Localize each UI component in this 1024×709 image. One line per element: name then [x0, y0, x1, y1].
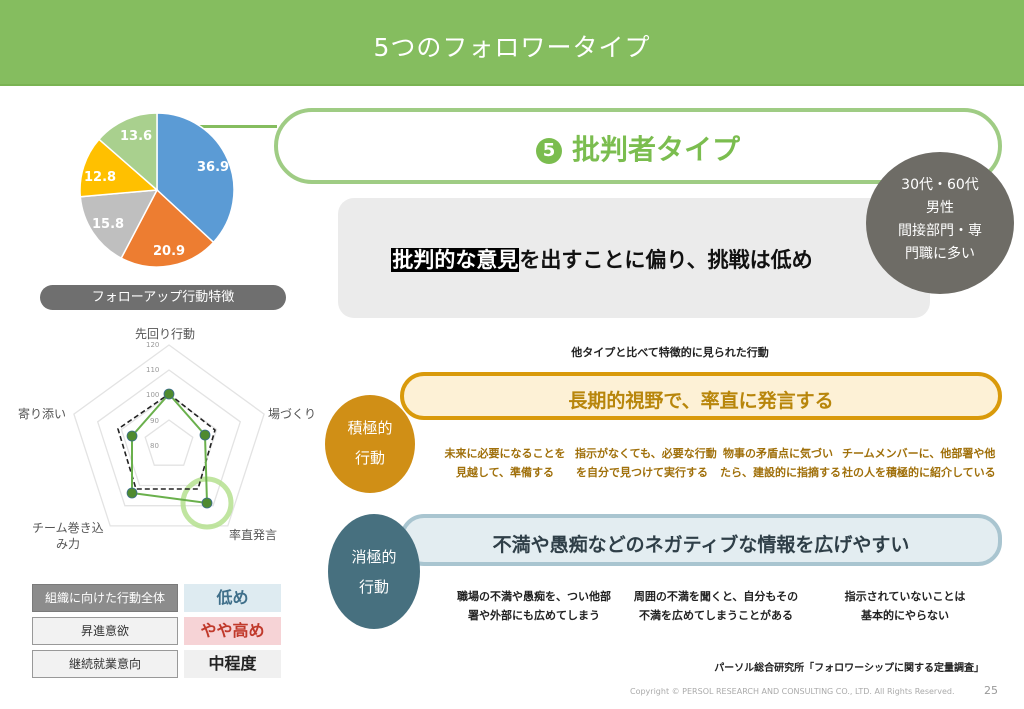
attribute-value-promotion: やや高め [184, 617, 281, 645]
attribute-value-overall: 低め [184, 584, 281, 612]
radar-axis-proactive: 先回り行動 [135, 327, 196, 341]
radar-marker [126, 430, 138, 442]
radar-ring-110 [96, 369, 242, 507]
summary-rest: を出すことに偏り、挑戦は低め [519, 248, 813, 272]
type-title-capsule: 5 批判者タイプ [274, 108, 1002, 184]
type-summary: 批判的な意見を出すことに偏り、挑戦は低め [338, 244, 866, 274]
radar-marker [126, 487, 138, 499]
data-source: パーソル総合研究所「フォロワーシップに関する定量調査」 [714, 663, 984, 674]
attribute-label-promotion: 昇進意欲 [32, 617, 178, 645]
slide-header: 5つのフォロワータイプ [0, 0, 1024, 86]
positive-item: 指示がなくても、必要な行動 を自分で見つけて実行する [575, 444, 717, 482]
radar-tick-80: 80 [150, 442, 159, 450]
demographic-line: 30代・60代 [901, 177, 979, 193]
demographics-badge: 30代・60代 男性 間接部門・専 門職に多い [866, 152, 1014, 294]
pie-value-blue: 36.9 [197, 160, 230, 175]
demographic-line: 門職に多い [905, 246, 975, 262]
positive-item: 物事の矛盾点に気づい たら、建設的に指摘する [720, 444, 841, 482]
attribute-label-retention: 継続就業意向 [32, 650, 178, 678]
item-line: 基本的にやらない [861, 609, 949, 622]
positive-headline: 長期的視野で、率直に発言する [568, 390, 834, 412]
demographic-line: 男性 [926, 200, 954, 216]
pie-value-gray: 15.8 [92, 217, 125, 232]
pie-value-yellow: 12.8 [84, 170, 117, 185]
type-title-text: 批判者タイプ [571, 133, 740, 166]
pie-value-green: 13.6 [120, 129, 153, 144]
badge-line: 積極的 [347, 419, 393, 437]
radar-marker [163, 388, 175, 400]
radar-series-average [117, 393, 216, 490]
slide-title: 5つのフォロワータイプ [373, 33, 651, 62]
followup-section-label: フォローアップ行動特徴 [40, 285, 286, 310]
positive-headline-band: 長期的視野で、率直に発言する [400, 372, 1002, 420]
summary-highlight: 批判的な意見 [391, 248, 520, 272]
page-number: 25 [984, 684, 998, 697]
radar-ring-120 [73, 344, 265, 527]
copyright: Copyright © PERSOL RESEARCH AND CONSULTI… [630, 687, 955, 696]
negative-headline-band: 不満や愚痴などのネガティブな情報を広げやすい [400, 514, 1002, 566]
item-line: 未来に必要になることを [444, 447, 566, 460]
radar-axis-team-involvement: チーム巻き込 [32, 521, 104, 535]
item-line: 職場の不満や愚痴を、つい他部 [457, 590, 611, 603]
item-line: チームメンバーに、他部署や他 [842, 447, 996, 460]
item-line: 指示がなくても、必要な行動 [575, 447, 717, 460]
radar-axis-team-involvement-2: み力 [56, 537, 81, 551]
positive-behavior-badge: 積極的 行動 [325, 395, 415, 493]
item-line: 署や外部にも広めてしまう [468, 609, 600, 622]
type-title: 5 批判者タイプ [278, 128, 998, 168]
pie-slice-green [97, 112, 158, 192]
demographic-line: 間接部門・専 [898, 223, 982, 239]
radar-series-type [131, 392, 209, 505]
type-summary-box: 批判的な意見を出すことに偏り、挑戦は低め [338, 198, 930, 318]
radar-ring-100 [120, 394, 218, 487]
radar-tick-110: 110 [146, 366, 160, 374]
pie-slice-yellow [79, 138, 159, 198]
negative-item: 職場の不満や愚痴を、つい他部 署や外部にも広めてしまう [448, 587, 620, 625]
badge-line: 行動 [354, 449, 385, 467]
attribute-value-retention: 中程度 [184, 650, 281, 678]
radar-ring-90 [144, 419, 194, 466]
item-line: 物事の矛盾点に気づい [723, 447, 833, 460]
item-line: を自分で見つけて実行する [576, 466, 708, 479]
radar-marker [199, 429, 211, 441]
pie-slice-orange [120, 188, 215, 268]
positive-item: 未来に必要になることを 見越して、準備する [444, 444, 566, 482]
positive-item: チームメンバーに、他部署や他 社の人を積極的に紹介している [842, 444, 996, 482]
badge-line: 行動 [358, 578, 389, 596]
item-line: 指示されていないことは [844, 590, 966, 603]
radar-axis-place-making: 場づくり [268, 407, 317, 421]
item-line: たら、建設的に指摘する [720, 466, 841, 479]
item-line: 社の人を積極的に紹介している [842, 466, 996, 479]
item-line: 不満を広めてしまうことがある [639, 609, 793, 622]
pie-slice-blue [156, 112, 235, 244]
radar-axis-empathy: 寄り添い [18, 407, 67, 421]
negative-item: 指示されていないことは 基本的にやらない [830, 587, 980, 625]
negative-behavior-badge: 消極的 行動 [328, 514, 420, 629]
item-line: 周囲の不満を聞くと、自分もその [633, 590, 799, 603]
radar-tick-120: 120 [146, 341, 160, 349]
radar-axis-candid-speech: 率直発言 [229, 528, 278, 542]
item-line: 見越して、準備する [455, 466, 555, 479]
radar-chart [73, 344, 265, 530]
type-number-badge: 5 [535, 138, 562, 164]
negative-headline: 不満や愚痴などのネガティブな情報を広げやすい [492, 534, 910, 556]
pie-slice-gray [79, 189, 159, 260]
pie-value-orange: 20.9 [153, 244, 186, 259]
radar-tick-100: 100 [146, 391, 160, 399]
radar-marker [201, 497, 213, 509]
pie-chart [79, 112, 235, 268]
badge-line: 消極的 [351, 548, 397, 566]
radar-tick-90: 90 [150, 417, 159, 425]
behaviors-caption: 他タイプと比べて特徴的に見られた行動 [571, 346, 769, 359]
negative-item: 周囲の不満を聞くと、自分もその 不満を広めてしまうことがある [626, 587, 806, 625]
connector-line [155, 125, 277, 128]
attribute-label-overall: 組織に向けた行動全体 [32, 584, 178, 612]
